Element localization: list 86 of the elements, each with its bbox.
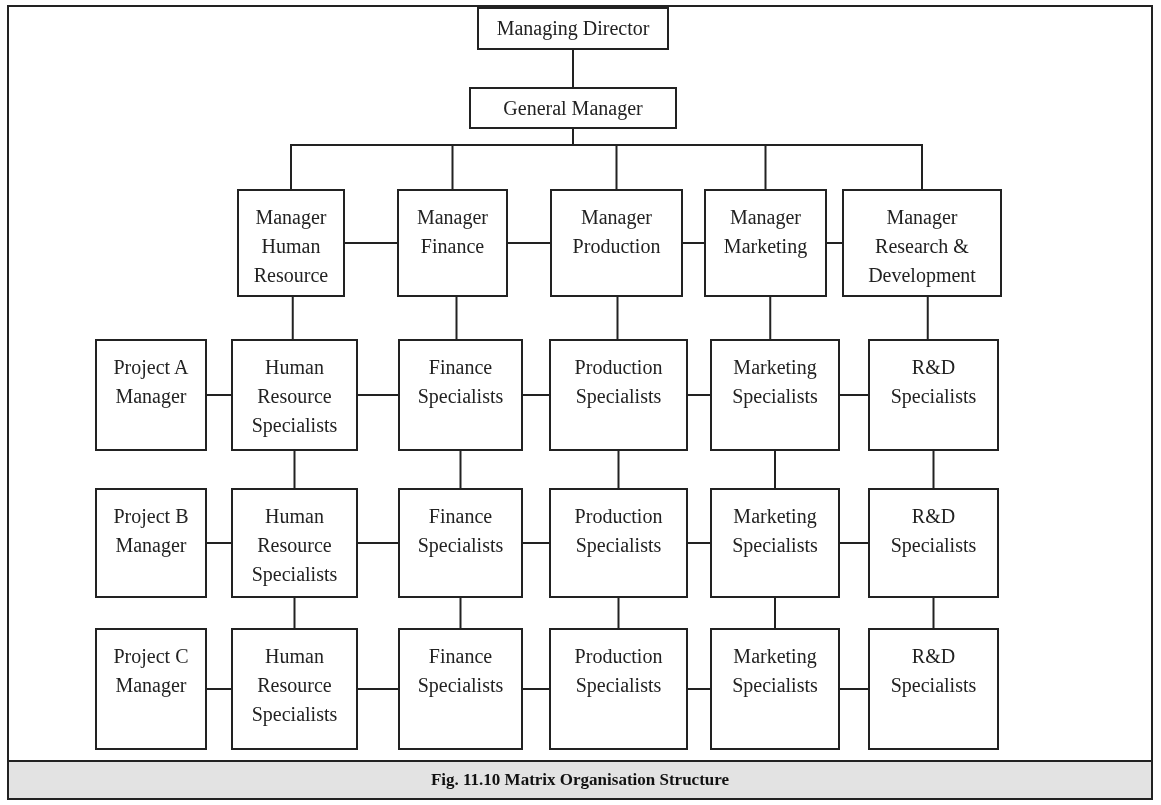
connector-line bbox=[522, 542, 550, 544]
box-label: Marketing Specialists bbox=[731, 644, 819, 699]
box-label: Human Resource Specialists bbox=[250, 504, 339, 588]
org-box bbox=[231, 488, 358, 598]
box-label: Finance Specialists bbox=[416, 644, 505, 699]
org-box bbox=[710, 488, 840, 598]
box-label: Manager Finance bbox=[415, 205, 490, 259]
box-label: General Manager bbox=[503, 95, 643, 122]
org-box bbox=[549, 339, 688, 451]
org-box bbox=[469, 87, 677, 129]
org-box bbox=[710, 339, 840, 451]
org-box bbox=[95, 488, 207, 598]
org-box bbox=[231, 339, 358, 451]
caption: Fig. 11.10 Matrix Organisation Structure bbox=[430, 769, 730, 792]
box-label: Production Specialists bbox=[573, 644, 664, 699]
box-label: Marketing Specialists bbox=[731, 504, 819, 559]
connector-line bbox=[357, 688, 399, 690]
connector-line bbox=[839, 688, 869, 690]
connector-line bbox=[459, 597, 462, 629]
box-label: Production Specialists bbox=[573, 355, 664, 410]
org-box bbox=[704, 189, 827, 297]
connector-line bbox=[572, 49, 574, 88]
connector-line bbox=[774, 597, 776, 629]
connector-line bbox=[206, 688, 232, 690]
connector-line bbox=[357, 542, 399, 544]
org-box bbox=[397, 189, 508, 297]
org-box bbox=[95, 628, 207, 750]
connector-line bbox=[293, 597, 296, 629]
org-box bbox=[710, 628, 840, 750]
box-label: R&D Specialists bbox=[889, 504, 978, 559]
connector-line bbox=[455, 296, 458, 340]
box-label: Project B Manager bbox=[112, 504, 190, 559]
connector-line bbox=[774, 450, 776, 489]
org-box bbox=[868, 339, 999, 451]
org-box bbox=[549, 628, 688, 750]
org-box bbox=[237, 189, 345, 297]
connector-line bbox=[459, 450, 462, 489]
org-box bbox=[549, 488, 688, 598]
box-label: Human Resource Specialists bbox=[250, 644, 339, 728]
connector-line bbox=[617, 597, 620, 629]
connector-line bbox=[522, 394, 550, 396]
connector-line bbox=[839, 542, 869, 544]
connector-line bbox=[206, 394, 232, 396]
org-box bbox=[868, 628, 999, 750]
connector-line bbox=[206, 542, 232, 544]
box-label: Finance Specialists bbox=[416, 504, 505, 559]
box-label: Manager Marketing bbox=[722, 205, 809, 260]
connector-line bbox=[769, 296, 772, 340]
org-box bbox=[398, 628, 523, 750]
box-label: Manager Research & Development bbox=[867, 205, 977, 289]
connector-line bbox=[932, 597, 935, 629]
org-box bbox=[398, 339, 523, 451]
connector-line bbox=[926, 296, 929, 340]
connector-line bbox=[687, 688, 711, 690]
org-box bbox=[842, 189, 1002, 297]
org-box bbox=[95, 339, 207, 451]
connector-line bbox=[344, 242, 398, 244]
connector-line bbox=[932, 450, 935, 489]
connector-line bbox=[682, 242, 705, 244]
org-box bbox=[550, 189, 683, 297]
box-label: Manager Human Resource bbox=[252, 205, 330, 288]
connector-line bbox=[293, 450, 296, 489]
connector-line bbox=[687, 394, 711, 396]
connector-line bbox=[839, 394, 869, 396]
box-label: Project C Manager bbox=[112, 644, 190, 699]
box-label: Finance Specialists bbox=[416, 355, 505, 410]
connector-line bbox=[507, 242, 551, 244]
box-label: R&D Specialists bbox=[889, 355, 978, 410]
org-box bbox=[398, 488, 523, 598]
org-box bbox=[231, 628, 358, 750]
box-label: Project A Manager bbox=[112, 355, 190, 410]
org-box bbox=[477, 7, 669, 50]
box-label: Manager Production bbox=[571, 205, 662, 259]
org-box bbox=[868, 488, 999, 598]
connector-line bbox=[616, 296, 619, 340]
box-label: Managing Director bbox=[496, 16, 650, 42]
box-label: Production Specialists bbox=[573, 504, 664, 559]
connector-line bbox=[291, 296, 294, 340]
connector-line bbox=[522, 688, 550, 690]
box-label: R&D Specialists bbox=[889, 644, 978, 699]
connector-line bbox=[357, 394, 399, 396]
connector-line bbox=[617, 450, 620, 489]
connector-line bbox=[826, 242, 843, 244]
box-label: Human Resource Specialists bbox=[250, 355, 339, 439]
box-label: Marketing Specialists bbox=[731, 355, 819, 410]
connector-line bbox=[687, 542, 711, 544]
